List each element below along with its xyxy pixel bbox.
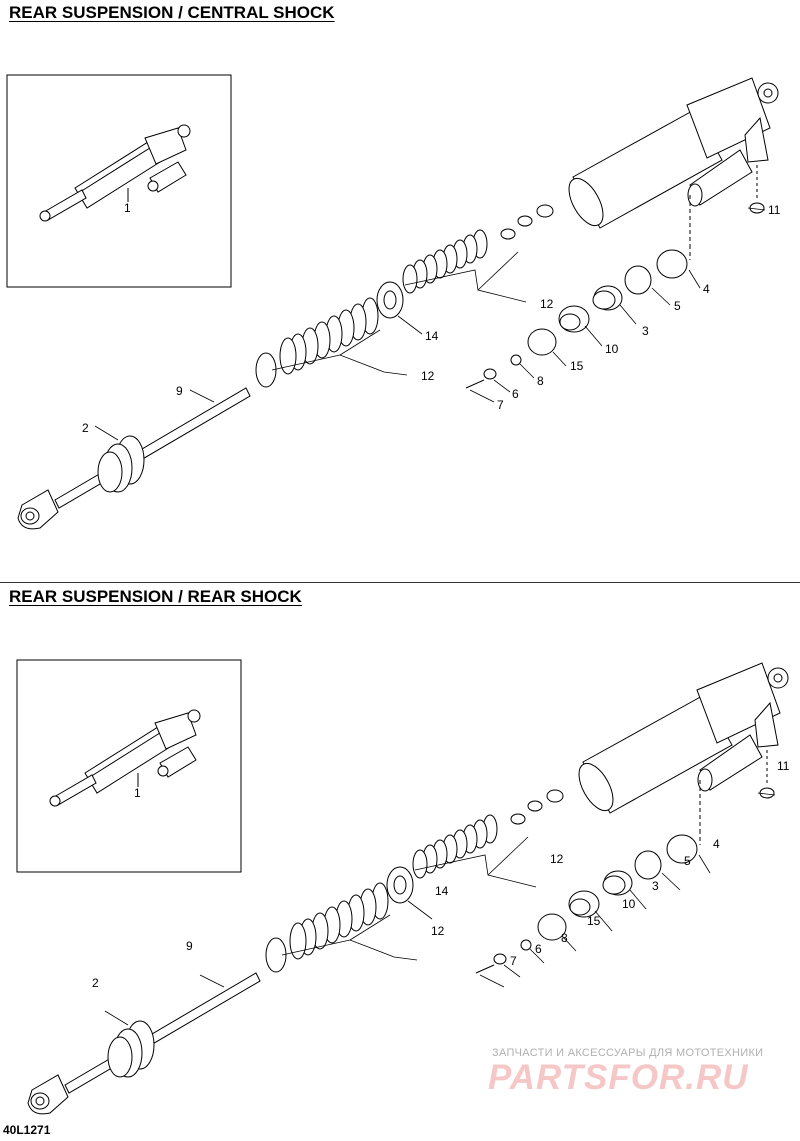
label-part-1: 1 (134, 786, 141, 800)
label-part-5: 5 (674, 299, 681, 313)
label-part-7: 7 (510, 954, 517, 968)
label-part-3: 3 (642, 324, 649, 338)
label-part-9: 9 (186, 939, 193, 953)
label-part-14: 14 (425, 329, 439, 343)
rear-shock-diagram (16, 659, 789, 1115)
section-2-part-labels: 1 2 3 4 5 6 7 8 9 10 11 12 12 14 15 (92, 759, 790, 990)
label-part-6: 6 (535, 942, 542, 956)
label-part-8: 8 (561, 931, 568, 945)
label-part-11: 11 (777, 759, 790, 773)
label-part-9: 9 (176, 384, 183, 398)
central-shock-diagram (6, 74, 779, 530)
label-part-12-upper: 12 (550, 852, 564, 866)
label-part-4: 4 (703, 282, 710, 296)
label-part-10: 10 (605, 342, 619, 356)
label-part-4: 4 (713, 837, 720, 851)
section-title-rear-shock: REAR SUSPENSION / REAR SHOCK (9, 587, 302, 606)
drawing-code: 40L1271 (3, 1123, 51, 1137)
label-part-1: 1 (124, 201, 131, 215)
section-divider (0, 582, 800, 583)
label-part-8: 8 (537, 374, 544, 388)
label-part-11: 11 (768, 203, 781, 217)
watermark-logo: PARTSFOR.RU (488, 1058, 749, 1097)
label-part-6: 6 (512, 387, 519, 401)
section-1-part-labels: 1 2 3 4 5 6 7 8 9 10 11 12 12 14 15 (82, 201, 781, 435)
label-part-12-lower: 12 (421, 369, 435, 383)
label-part-3: 3 (652, 879, 659, 893)
label-part-12-upper: 12 (540, 297, 554, 311)
section-title-central-shock: REAR SUSPENSION / CENTRAL SHOCK (9, 3, 335, 22)
label-part-12-lower: 12 (431, 924, 445, 938)
label-part-5: 5 (684, 854, 691, 868)
label-part-15: 15 (587, 914, 601, 928)
label-part-2: 2 (82, 421, 89, 435)
label-part-14: 14 (435, 884, 449, 898)
watermark-tagline: ЗАПЧАСТИ И АКСЕССУАРЫ ДЛЯ МОТОТЕХНИКИ (492, 1047, 764, 1059)
label-part-10: 10 (622, 897, 636, 911)
label-part-2: 2 (92, 976, 99, 990)
label-part-7: 7 (497, 398, 504, 412)
label-part-15: 15 (570, 359, 584, 373)
